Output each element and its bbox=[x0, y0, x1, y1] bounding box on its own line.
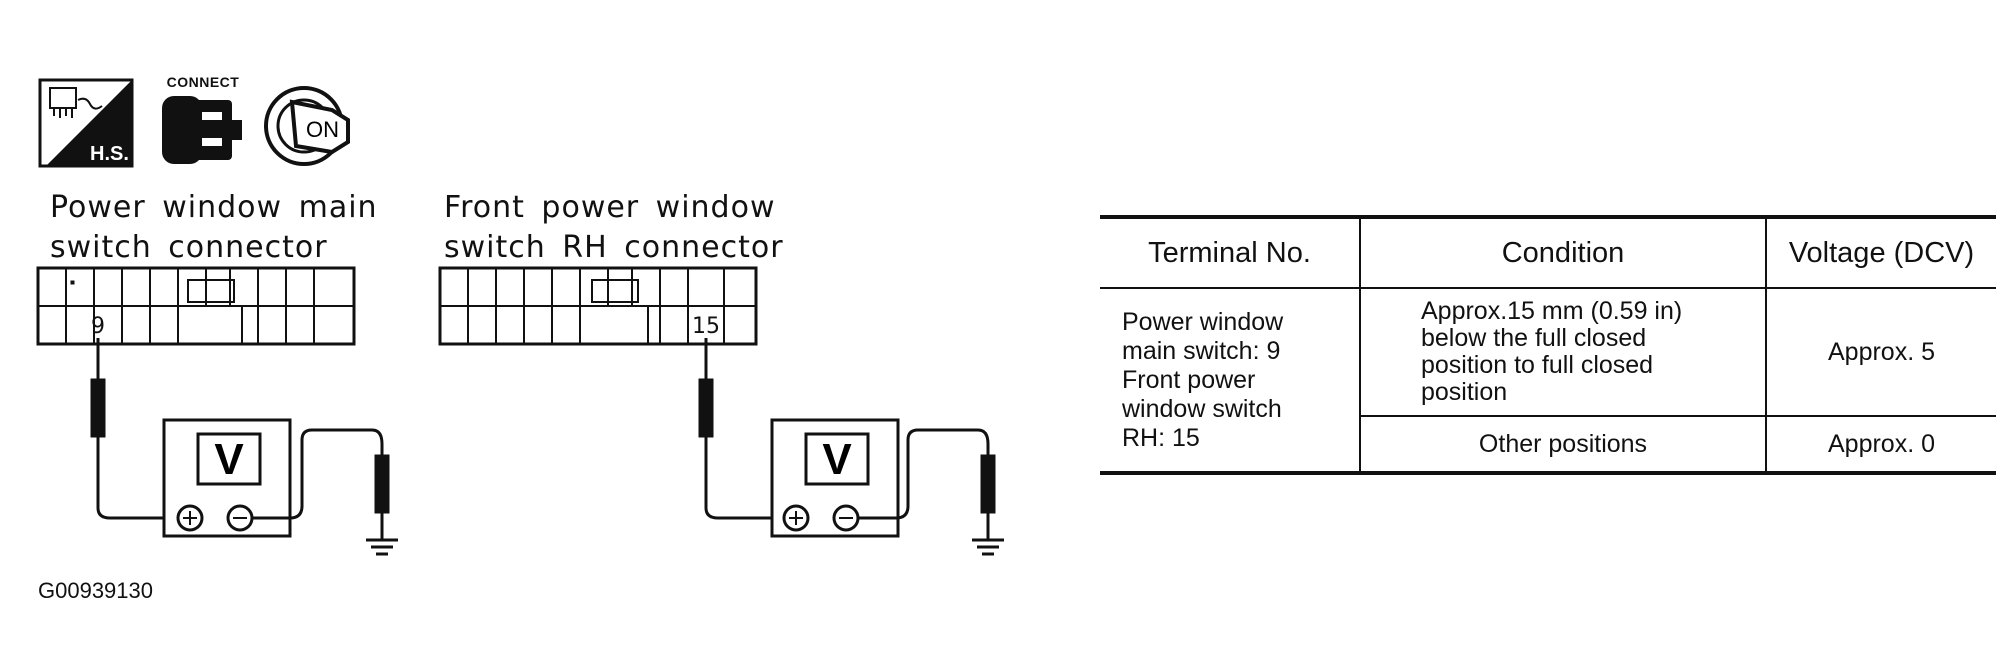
probe-tip bbox=[90, 378, 106, 438]
title-line: switch RH connector bbox=[444, 230, 784, 265]
ground-icon bbox=[972, 538, 1004, 556]
harness-side-icon: H.S. bbox=[38, 78, 134, 168]
wiring-diagram: V V bbox=[36, 266, 1004, 556]
condition-line: position to full closed bbox=[1421, 351, 1654, 379]
pin-number: 9 bbox=[91, 314, 105, 339]
header-terminal: Terminal No. bbox=[1100, 215, 1360, 289]
voltmeter-right bbox=[770, 418, 900, 538]
negative-lead bbox=[252, 428, 384, 520]
terminal-line: window switch bbox=[1122, 394, 1282, 423]
table-row: Other positions Approx. 0 bbox=[1100, 416, 1996, 475]
voltmeter-label: V bbox=[214, 435, 244, 484]
terminal-line: Power window bbox=[1122, 307, 1284, 336]
terminal-line: main switch: 9 bbox=[1122, 336, 1281, 365]
terminal-line: RH: 15 bbox=[1122, 423, 1200, 452]
condition-line: below the full closed bbox=[1421, 324, 1647, 352]
positive-lead bbox=[96, 436, 190, 520]
condition-line: Approx.15 mm (0.59 in) bbox=[1421, 297, 1683, 325]
table-row: Power window main switch: 9 Front power … bbox=[1100, 288, 1996, 475]
terminal-cell: Power window main switch: 9 Front power … bbox=[1100, 288, 1360, 475]
connector-plug-icon bbox=[162, 96, 242, 164]
connect-label: CONNECT bbox=[166, 74, 240, 90]
voltmeter-label: V bbox=[822, 435, 852, 484]
rh-switch-connector-title: Front power window switch RH connector bbox=[444, 188, 784, 268]
ground-probe bbox=[980, 454, 996, 514]
ground-probe bbox=[374, 454, 390, 514]
harness-side-label: H.S. bbox=[90, 143, 129, 165]
ground-icon bbox=[366, 538, 398, 556]
figure-code: G00939130 bbox=[38, 578, 153, 603]
connect-icon: CONNECT bbox=[158, 74, 248, 174]
positive-lead bbox=[704, 436, 796, 520]
pin-number: 15 bbox=[692, 314, 720, 339]
title-line: Front power window bbox=[444, 190, 776, 225]
terminal-line: Front power bbox=[1122, 365, 1256, 394]
title-line: switch connector bbox=[50, 230, 328, 265]
table-header-row: Terminal No. Condition Voltage (DCV) bbox=[1100, 215, 1996, 289]
voltage-cell: Approx. 0 bbox=[1765, 416, 1996, 475]
negative-lead bbox=[858, 428, 990, 520]
condition-cell: Approx.15 mm (0.59 in) below the full cl… bbox=[1359, 288, 1766, 417]
main-switch-connector-title: Power window main switch connector bbox=[50, 188, 378, 268]
condition-cell: Other positions bbox=[1359, 416, 1766, 475]
condition-line: position bbox=[1421, 378, 1508, 406]
rh-switch-connector bbox=[438, 266, 758, 346]
ignition-on-label: ON bbox=[306, 117, 339, 142]
voltage-spec-table: Terminal No. Condition Voltage (DCV) Pow… bbox=[1100, 215, 1996, 475]
probe-tip bbox=[698, 378, 714, 438]
header-voltage: Voltage (DCV) bbox=[1765, 215, 1996, 289]
header-condition: Condition bbox=[1359, 215, 1766, 289]
ignition-on-icon: ON bbox=[264, 86, 350, 166]
main-switch-connector bbox=[36, 266, 356, 346]
voltage-cell: Approx. 5 bbox=[1765, 288, 1996, 417]
title-line: Power window main bbox=[50, 190, 378, 225]
